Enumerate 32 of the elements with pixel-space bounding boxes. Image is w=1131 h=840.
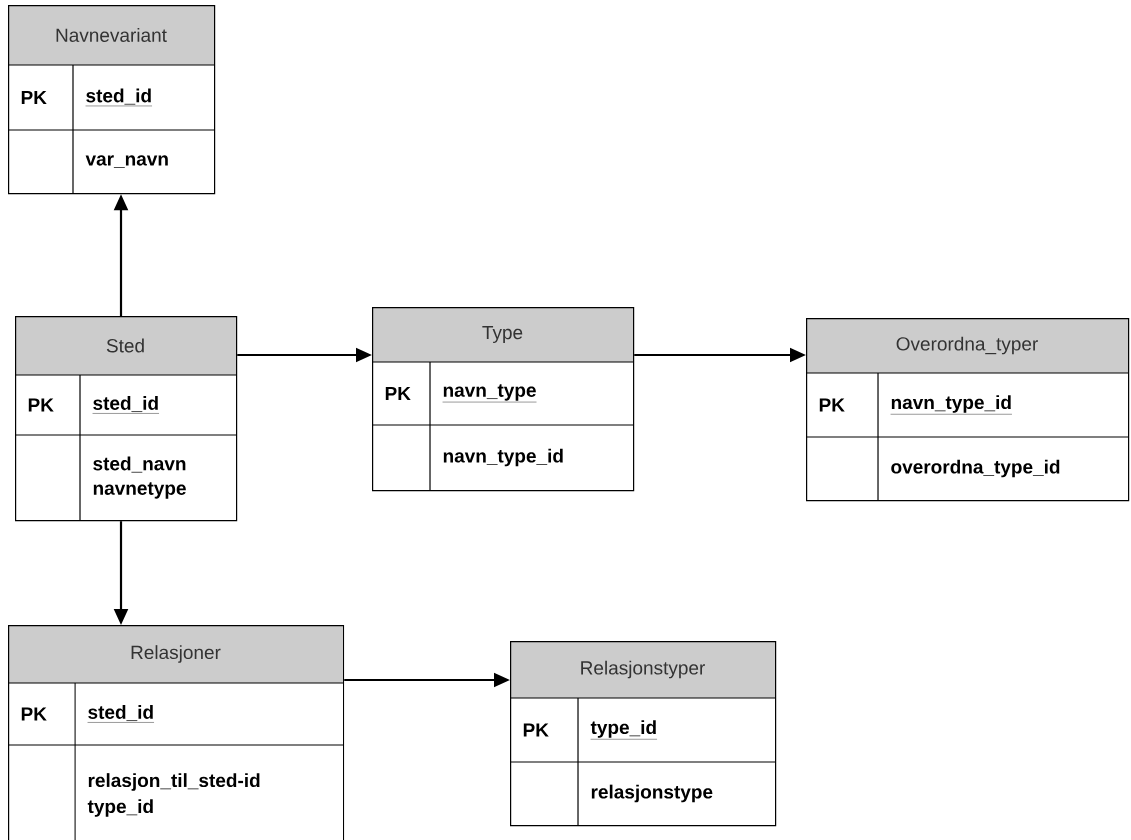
field-name: sted_navn xyxy=(93,456,186,473)
primary-key-field: sted_id xyxy=(92,395,160,414)
key-label: PK xyxy=(523,723,549,737)
entity-table xyxy=(14,316,238,522)
field-name: relasjon_til_sted-id xyxy=(88,773,260,791)
entity-table xyxy=(371,307,635,492)
table-title: Overordna_typer xyxy=(896,336,1038,355)
field-name: navn_type_id xyxy=(443,448,563,467)
primary-key-field: sted_id xyxy=(85,88,153,107)
primary-key-field: navn_type_id xyxy=(890,395,1013,415)
key-label: PK xyxy=(385,386,411,401)
key-label: PK xyxy=(21,90,47,105)
entity-table xyxy=(509,641,777,827)
field-name: navnetype xyxy=(93,482,186,499)
field-name: overordna_type_id xyxy=(891,459,1060,478)
field-name: var_navn xyxy=(85,155,168,168)
key-label: PK xyxy=(28,398,54,412)
key-label: PK xyxy=(819,398,845,412)
table-title: Relasjoner xyxy=(131,645,221,663)
primary-key-field: navn_type xyxy=(442,384,537,403)
field-name: type_id xyxy=(87,799,153,817)
primary-key-field: type_id xyxy=(590,720,658,740)
table-title: Type xyxy=(482,326,523,343)
entity-table xyxy=(7,625,345,840)
key-label: PK xyxy=(21,707,47,721)
field-name: relasjonstype xyxy=(591,784,713,803)
table-title: Sted xyxy=(106,338,144,353)
table-title: Navnevariant xyxy=(56,28,167,42)
primary-key-field: sted_id xyxy=(87,704,155,723)
entity-table xyxy=(805,318,1130,502)
table-title: Relasjonstyper xyxy=(581,660,705,679)
entity-table xyxy=(7,5,216,195)
